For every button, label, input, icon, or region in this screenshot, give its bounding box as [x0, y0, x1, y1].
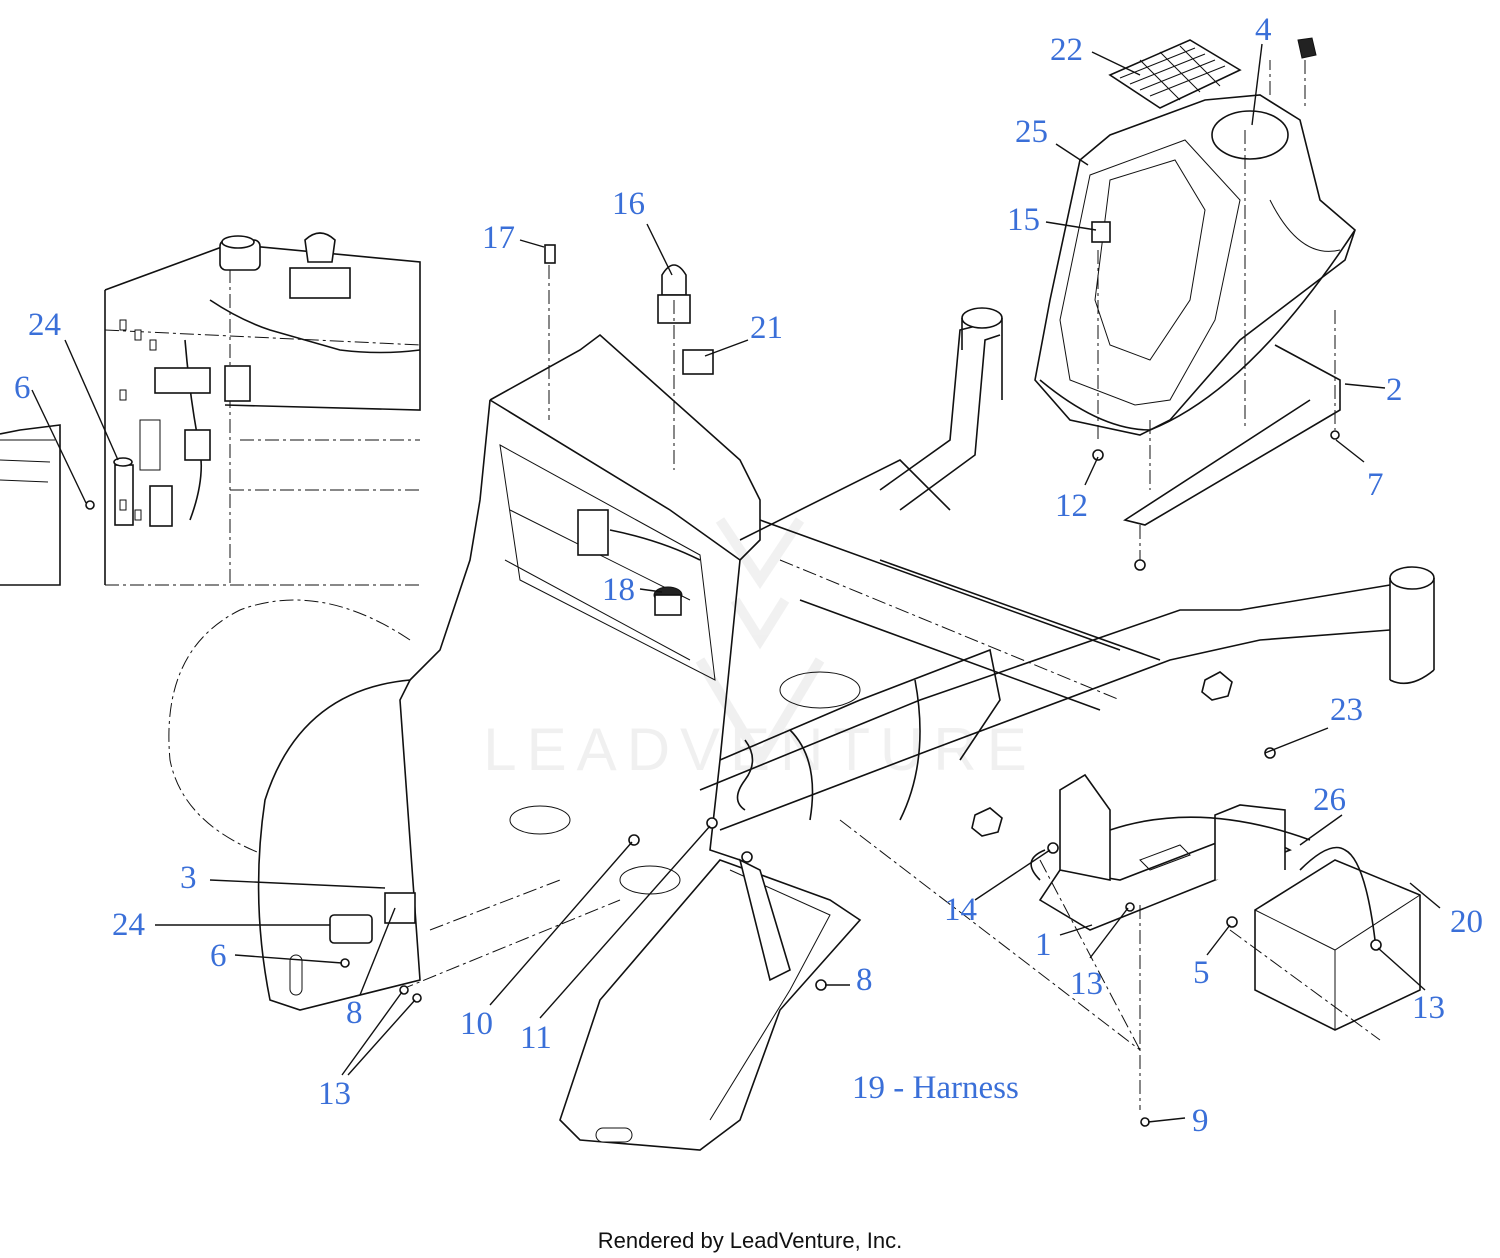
callout-13: 13 [1412, 990, 1445, 1026]
callout-6: 6 [210, 938, 227, 974]
callout-6: 6 [14, 370, 31, 406]
callout-16: 16 [612, 186, 645, 222]
key-switch-15 [1091, 221, 1111, 243]
main-frame [168, 244, 1435, 1151]
callout-17: 17 [482, 220, 515, 256]
callouts: 1 2 3 4 5 6 6 7 8 8 9 10 11 12 13 13 13 … [14, 12, 1483, 1139]
callout-7: 7 [1367, 467, 1384, 503]
callout-15: 15 [1007, 202, 1040, 238]
callout-22: 22 [1050, 32, 1083, 68]
callout-1: 1 [1035, 927, 1052, 963]
callout-18: 18 [602, 572, 635, 608]
inset-detail [0, 232, 421, 586]
footer-credit: Rendered by LeadVenture, Inc. [598, 1228, 903, 1253]
callout-8: 8 [856, 962, 873, 998]
callout-4: 4 [1255, 12, 1272, 48]
harness-note: 19 - Harness [852, 1070, 1019, 1106]
callout-25: 25 [1015, 114, 1048, 150]
callout-26: 26 [1313, 782, 1346, 818]
inset-frame-slots [119, 319, 157, 521]
callout-11: 11 [520, 1020, 552, 1056]
callout-9: 9 [1192, 1103, 1209, 1139]
callout-24: 24 [28, 307, 61, 343]
callout-8: 8 [346, 995, 363, 1031]
leader-lines [31, 43, 1441, 1123]
callout-14: 14 [944, 892, 977, 928]
callout-13: 13 [318, 1076, 351, 1112]
battery-assembly [1030, 773, 1421, 1110]
callout-2: 2 [1386, 372, 1403, 408]
callout-5: 5 [1193, 955, 1210, 991]
callout-21: 21 [750, 310, 783, 346]
console-assembly [1034, 37, 1356, 526]
callout-20: 20 [1450, 904, 1483, 940]
svg-text:LEADVENTURE: LEADVENTURE [483, 716, 1036, 783]
callout-3: 3 [180, 860, 197, 896]
callout-13: 13 [1070, 966, 1103, 1002]
callout-23: 23 [1330, 692, 1363, 728]
callout-24: 24 [112, 907, 145, 943]
watermark: LEADVENTURE [483, 517, 1036, 783]
callout-10: 10 [460, 1006, 493, 1042]
callout-12: 12 [1055, 488, 1088, 524]
